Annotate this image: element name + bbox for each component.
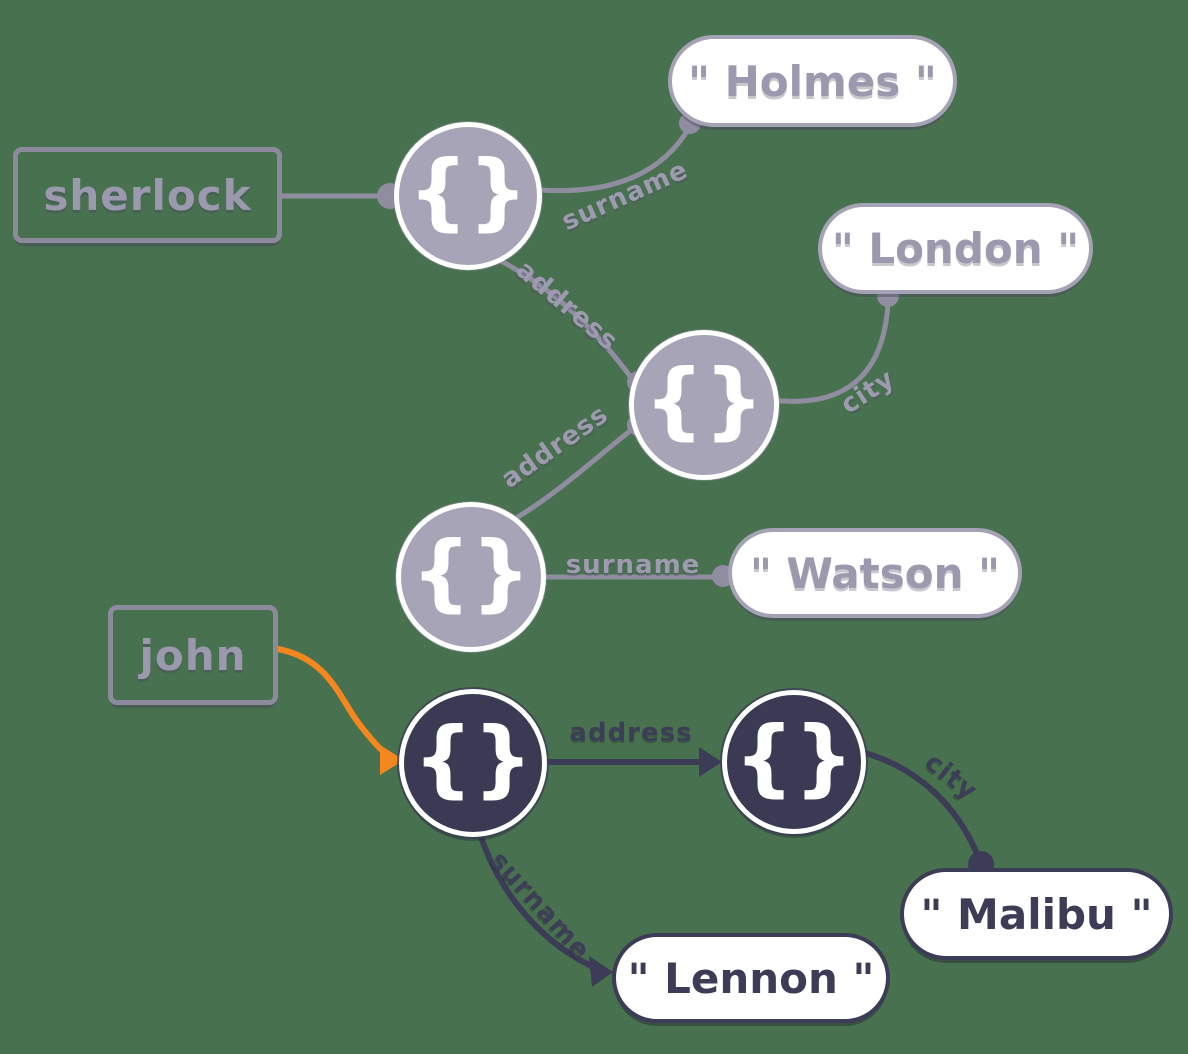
object-node-watson: {}	[396, 502, 546, 652]
object-node-sherlock: {}	[394, 122, 542, 270]
value-text-lennon: " Lennon "	[627, 953, 875, 1003]
edge-address-watson	[508, 425, 637, 524]
value-text-london: " London "	[831, 224, 1080, 273]
braces-icon: {}	[734, 708, 854, 806]
object-node-john-address: {}	[722, 690, 866, 834]
variable-box-john: john	[108, 605, 278, 705]
value-pill-london: " London "	[818, 203, 1093, 294]
value-pill-watson: " Watson "	[728, 528, 1022, 618]
edge-label-address-john: address	[569, 718, 693, 748]
edge-city-shared	[769, 300, 891, 404]
braces-icon: {}	[644, 351, 764, 449]
variable-label-john: john	[139, 630, 247, 680]
edge-address-sherlock	[494, 256, 636, 383]
braces-icon: {}	[408, 142, 528, 240]
value-pill-malibu: " Malibu "	[900, 868, 1173, 960]
dark-arrowhead	[699, 747, 722, 777]
value-pill-holmes: " Holmes "	[668, 35, 957, 127]
value-text-malibu: " Malibu "	[920, 889, 1153, 939]
edge-city-john	[855, 748, 982, 862]
variable-label-sherlock: sherlock	[43, 170, 252, 220]
orange-arrowhead	[380, 745, 404, 775]
edge-surname-john	[476, 828, 605, 974]
braces-icon: {}	[413, 709, 533, 807]
edge-surname-sherlock	[537, 125, 692, 194]
object-node-shared-address: {}	[629, 330, 779, 480]
dark-arrowhead	[589, 956, 613, 987]
edge-label-surname-watson: surname	[565, 550, 701, 580]
object-node-john: {}	[399, 689, 547, 837]
value-text-watson: " Watson "	[749, 548, 1000, 598]
value-pill-lennon: " Lennon "	[612, 933, 890, 1023]
variable-box-sherlock: sherlock	[13, 147, 282, 243]
edge-john-to-object	[275, 646, 400, 763]
braces-icon: {}	[411, 523, 531, 621]
value-text-holmes: " Holmes "	[688, 56, 937, 106]
